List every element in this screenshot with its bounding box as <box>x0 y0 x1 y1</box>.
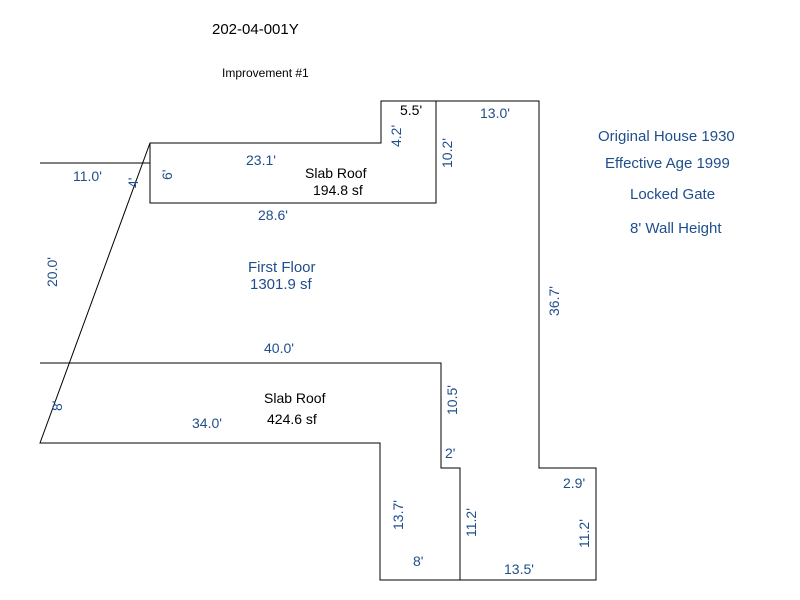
dim-8-bottom: 8' <box>413 553 423 569</box>
dim-20-0: 20.0' <box>44 257 60 287</box>
building-outline <box>39 100 597 581</box>
dim-23-1: 23.1' <box>246 152 276 168</box>
dim-4-2: 4.2' <box>388 125 404 147</box>
slab-roof-top-outline <box>149 101 437 204</box>
note-locked-gate: Locked Gate <box>630 186 715 203</box>
note-wall-height: 8' Wall Height <box>630 220 722 237</box>
dim-8-left: 8' <box>49 401 65 411</box>
note-effective-age: Effective Age 1999 <box>605 155 730 172</box>
dim-28-6: 28.6' <box>258 207 288 223</box>
dim-10-2: 10.2' <box>439 138 455 168</box>
dim-11-2-right: 11.2' <box>576 519 592 548</box>
dim-6: 6' <box>159 170 175 180</box>
sketch-outlines <box>39 100 597 581</box>
dim-36-7: 36.7' <box>546 286 562 316</box>
slab-roof-bottom-outline <box>40 362 461 580</box>
dim-5-5: 5.5' <box>400 102 422 118</box>
dim-10-5: 10.5' <box>444 385 460 415</box>
dim-13-7: 13.7' <box>390 500 406 530</box>
note-original-house: Original House 1930 <box>598 128 735 145</box>
slab-roof-bottom-size: 424.6 sf <box>267 411 317 427</box>
parcel-id: 202-04-001Y <box>212 21 299 38</box>
dim-13-0: 13.0' <box>480 105 510 121</box>
slab-roof-bottom-name: Slab Roof <box>264 390 326 406</box>
slab-roof-top-name: Slab Roof <box>305 165 367 181</box>
dim-13-5: 13.5' <box>504 561 534 577</box>
dim-11-0: 11.0' <box>73 168 102 184</box>
dim-2: 2' <box>445 445 455 461</box>
dim-11-2-mid: 11.2' <box>463 508 479 537</box>
first-floor-size: 1301.9 sf <box>250 276 313 293</box>
dim-40-0: 40.0' <box>264 340 294 356</box>
slab-roof-top-size: 194.8 sf <box>313 182 363 198</box>
dim-34-0: 34.0' <box>192 415 222 431</box>
improvement-label: Improvement #1 <box>222 66 309 80</box>
dim-4: 4' <box>125 178 141 188</box>
dim-2-9: 2.9' <box>563 475 585 491</box>
first-floor-name: First Floor <box>248 259 316 276</box>
